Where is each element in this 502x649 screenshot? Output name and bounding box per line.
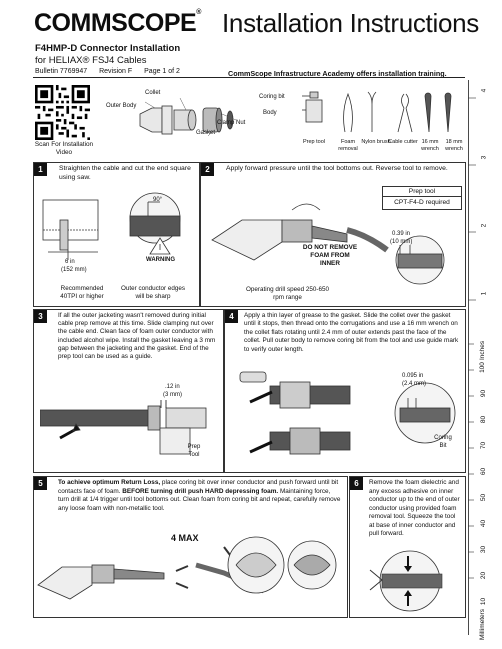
part-outer-body: Outer Body: [106, 103, 137, 109]
foam-removal-illustration: [369, 550, 443, 612]
ruler-inch-2: 2: [480, 223, 488, 228]
step-text-bold-2: BEFORE turning drill push HARD depressin…: [122, 487, 279, 495]
ruler-mm-30: 30: [480, 545, 488, 554]
length-mm: (152 mm): [61, 267, 87, 273]
step-text: Apply forward pressure until the tool bo…: [226, 165, 448, 172]
length-inches: 6 in: [65, 259, 75, 265]
step-text: Remove the foam dielectric and any exces…: [369, 479, 460, 537]
drill-prep-illustration: [211, 203, 445, 285]
step-number: 2: [201, 163, 214, 176]
warning-text: Outer conductor edges will be sharp: [120, 285, 186, 300]
coring-illustration: [37, 536, 337, 600]
ruler-mm-60: 60: [480, 467, 488, 476]
saw-recommendation: Recommended 40TPI or higher: [60, 285, 104, 300]
tool-nylon-brush-label: Nylon brush: [361, 139, 391, 145]
tool-foam-removal-label: Foam removal: [338, 139, 358, 152]
dim-inches: 0.095 in: [402, 373, 424, 379]
part-gasket: Gasket: [196, 130, 216, 136]
commscope-logo: COMMSCOPE®: [34, 9, 201, 37]
header-divider: [33, 77, 465, 78]
step-number: 5: [34, 477, 47, 490]
tools-illustration: [302, 91, 452, 133]
revision: Revision F: [99, 68, 133, 75]
prep-tool-callout: Prep tool CPT-F4-D required: [382, 186, 462, 210]
angle-label: 90°: [153, 197, 163, 203]
ruler-mm-90: 90: [480, 389, 488, 398]
tool-coring-bit-label: Coring bit: [259, 94, 285, 100]
step-text-2: Maintaining force, turn drill at 1/4 tri…: [58, 487, 341, 512]
max-label: 4 MAX: [171, 533, 199, 543]
measurement-ruler: [468, 80, 497, 635]
step-text: To achieve optimum Return Loss, place co…: [58, 479, 343, 513]
ruler-mm-10: 10: [480, 597, 488, 606]
step-5-panel: [33, 476, 348, 618]
saw-illustration: [42, 192, 181, 260]
step-number: 3: [34, 310, 47, 323]
gasket-illustration: [40, 400, 207, 455]
ruler-inches-label: Inches: [479, 340, 486, 360]
tool-16mm-wrench-label: 16 mm wrench: [421, 139, 439, 152]
bulletin-number: Bulletin 7769947: [35, 68, 88, 75]
ruler-mm-50: 50: [480, 493, 488, 502]
step-text: Straighten the cable and cut the end squ…: [59, 165, 191, 181]
part-collet: Collet: [145, 90, 161, 96]
warning-label: WARNING: [146, 257, 175, 263]
tool-prep-label: Prep tool: [302, 139, 325, 145]
part-clamp-nut: Clamp Nut: [217, 120, 246, 126]
tool-18mm-wrench-label: 18 mm wrench: [445, 139, 463, 152]
page-number: Page 1 of 2: [144, 68, 180, 75]
dim-inches: 0.39 in: [392, 231, 411, 237]
qr-code[interactable]: [35, 85, 90, 140]
drill-speed: Operating drill speed 250-650 rpm range: [246, 286, 329, 301]
ruler-mm-80: 80: [480, 415, 488, 424]
ruler-mm-label: Millimeters: [479, 608, 486, 640]
step-text: If all the outer jacketing wasn't remove…: [58, 312, 216, 361]
do-not-remove-foam: DO NOT REMOVE FOAM FROM INNER: [302, 244, 358, 267]
step-number: 6: [350, 477, 363, 490]
ruler-inch-1: 1: [480, 291, 488, 296]
callout-title: Prep tool: [383, 187, 461, 197]
ruler-inch-3: 3: [480, 155, 488, 160]
prep-tool-label: Prep Tool: [187, 444, 201, 458]
scan-label: Scan For Installation Video: [34, 141, 94, 156]
callout-text: CPT-F4-D required: [394, 199, 450, 206]
gap-mm: (3 mm): [163, 392, 182, 398]
ruler-mm-20: 20: [480, 571, 488, 580]
dim-mm: (10 mm): [390, 239, 413, 245]
ruler-mm-70: 70: [480, 441, 488, 450]
ruler-inch-4: 4: [480, 88, 488, 93]
step-number: 4: [225, 310, 238, 323]
gap-inches: .12 in: [165, 384, 180, 390]
ruler-mm-40: 40: [480, 519, 488, 528]
dim-mm: (2.4 mm): [402, 381, 426, 387]
connector-parts-illustration: [139, 97, 237, 137]
academy-notice: CommScope Infrastructure Academy offers …: [228, 69, 447, 78]
step-text-bold-1: To achieve optimum Return Loss,: [58, 479, 161, 486]
cable-type: for HELIAX® FSJ4 Cables: [35, 55, 147, 66]
bulletin-info: Bulletin 7769947 Revision F Page 1 of 2: [35, 68, 190, 75]
tool-cable-cutter-label: Cable cutter: [388, 139, 418, 145]
document-title: F4HMP-D Connector Installation: [35, 43, 181, 54]
coring-bit-label: Coring Bit: [434, 435, 452, 449]
step-3-panel: [33, 309, 224, 473]
step-number: 1: [34, 163, 47, 176]
step-text: Apply a thin layer of grease to the gask…: [244, 312, 459, 353]
ruler-ticks: [468, 80, 476, 635]
page-title: Installation Instructions: [222, 8, 479, 38]
tool-body-label: Body: [263, 110, 277, 116]
step-text-1: place coring bit over inner conductor an…: [58, 479, 339, 495]
collet-illustration: [239, 371, 456, 455]
ruler-mm-100: 100: [478, 362, 486, 373]
